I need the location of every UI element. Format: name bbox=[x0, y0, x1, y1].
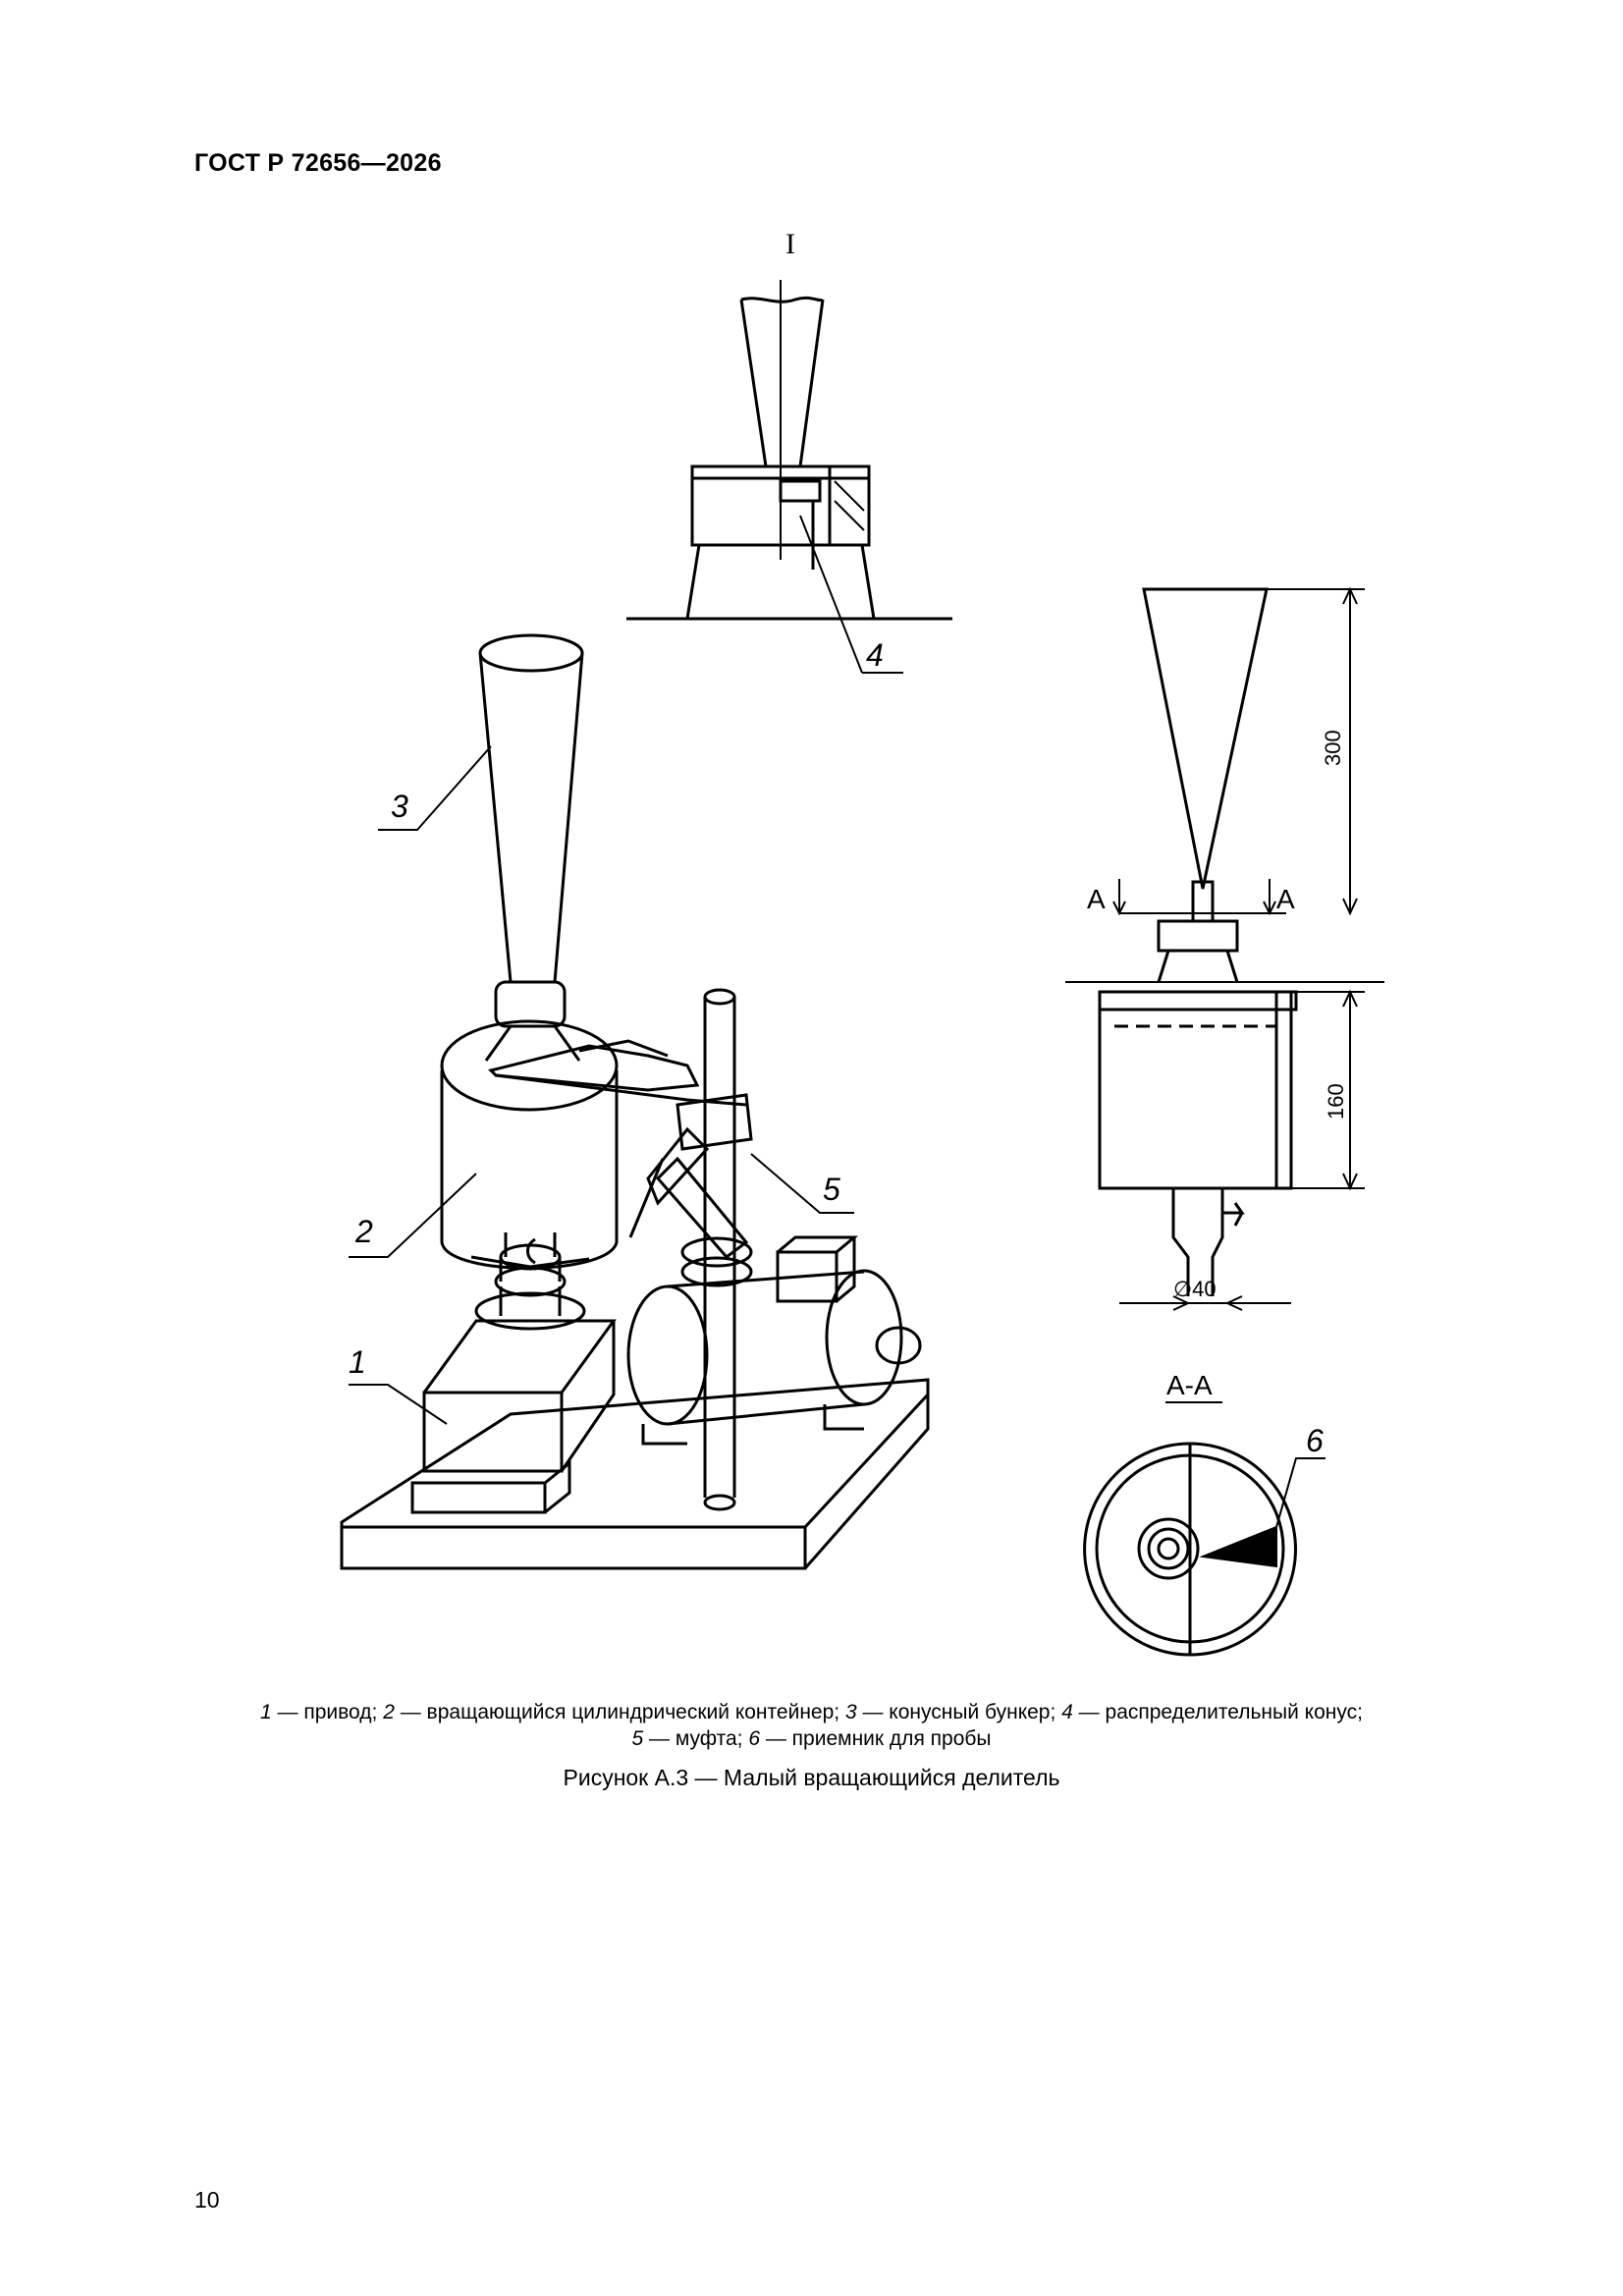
figure-caption: Рисунок А.3 — Малый вращающийся делитель bbox=[563, 1765, 1060, 1790]
legend-line-1: 1 — привод; 2 — вращающийся цилиндрическ… bbox=[0, 1699, 1623, 1725]
figure-legend: 1 — привод; 2 — вращающийся цилиндрическ… bbox=[0, 1699, 1623, 1752]
callout-6: 6 bbox=[1306, 1423, 1324, 1458]
dimension-diameter: ∅40 bbox=[1173, 1277, 1217, 1301]
page-number: 10 bbox=[194, 2187, 220, 2213]
callout-2: 2 bbox=[354, 1214, 373, 1249]
callout-4: 4 bbox=[866, 637, 884, 673]
legend-text-5: — муфта; bbox=[643, 1727, 749, 1750]
legend-text-3: — конусный бункер; bbox=[856, 1701, 1062, 1723]
callout-1: 1 bbox=[349, 1344, 366, 1380]
legend-text-4: — распределительный конус; bbox=[1072, 1701, 1363, 1723]
callout-5: 5 bbox=[823, 1172, 840, 1207]
legend-num-6: 6 bbox=[748, 1727, 761, 1750]
legend-num-3: 3 bbox=[844, 1701, 857, 1723]
assembly-perspective: 3 2 1 5 bbox=[340, 633, 930, 1570]
section-mark-left: А bbox=[1087, 884, 1106, 914]
legend-num-2: 2 bbox=[383, 1701, 395, 1723]
detail-view-i: I 4 bbox=[626, 228, 952, 674]
section-a-a: А-А 6 bbox=[1083, 1370, 1325, 1657]
legend-text-6: — приемник для пробы bbox=[760, 1727, 992, 1750]
callout-3: 3 bbox=[391, 789, 408, 824]
section-label: А-А bbox=[1166, 1370, 1213, 1400]
document-header: ГОСТ Р 72656—2026 bbox=[194, 149, 442, 177]
legend-text-2: — вращающийся цилиндрический контейнер; bbox=[394, 1701, 845, 1723]
legend-num-4: 4 bbox=[1061, 1701, 1073, 1723]
side-elevation: 300 А А 160 ∅40 bbox=[1065, 586, 1384, 1311]
legend-text-1: — привод; bbox=[271, 1701, 384, 1723]
dimension-300: 300 bbox=[1321, 730, 1345, 766]
dimension-160: 160 bbox=[1324, 1083, 1348, 1120]
legend-num-1: 1 bbox=[260, 1701, 272, 1723]
legend-num-5: 5 bbox=[631, 1727, 644, 1750]
view-label-i: I bbox=[785, 228, 795, 260]
section-mark-right: А bbox=[1276, 884, 1295, 914]
figure-drawing: I 4 bbox=[340, 228, 1384, 1657]
legend-line-2: 5 — муфта; 6 — приемник для пробы bbox=[0, 1725, 1623, 1752]
